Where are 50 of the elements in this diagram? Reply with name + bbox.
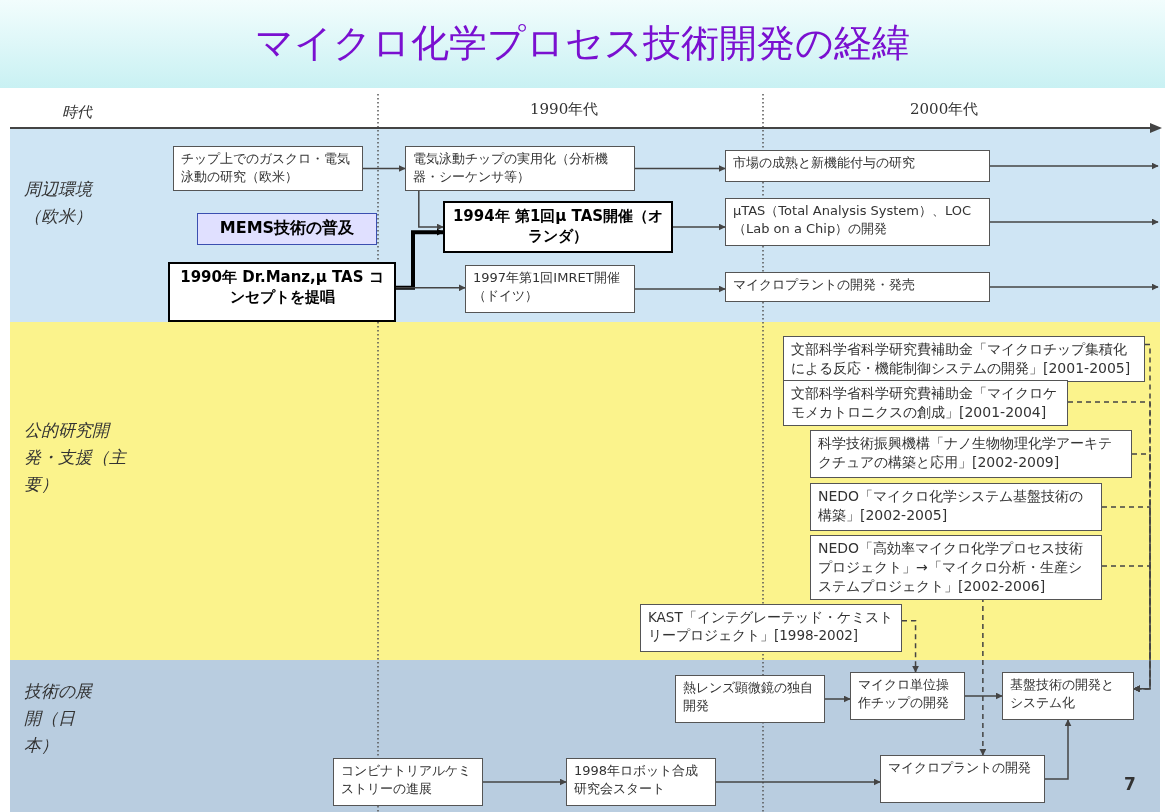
arrow [672,223,726,231]
arrow [964,692,1003,700]
arrow [396,228,444,290]
arrow [482,778,567,786]
event-box: マイクロプラントの開発・発売 [725,272,990,302]
arrow [418,190,444,231]
lane-label: 周辺環境（欧米） [24,178,95,229]
arrow [715,778,881,786]
event-box: 電気泳動チップの実用化（分析機器・シーケンサ等） [405,146,635,191]
arrow [824,695,851,703]
event-box: 基盤技術の開発とシステム化 [1002,672,1134,720]
arrow [989,283,1159,291]
event-box: MEMS技術の普及 [197,213,377,245]
lane-label: 技術の展開（日本） [24,680,94,758]
arrow [634,165,726,172]
event-box: コンビナトリアルケミストリーの進展 [333,758,483,806]
title-text: マイクロ化学プロセス技術開発の経緯 [254,20,911,67]
arrow [634,285,726,293]
event-box: NEDO「高効率マイクロ化学プロセス技術プロジェクト」→「マイクロ分析・生産システムプロジェクト」[2002-2006] [810,535,1102,600]
event-box: 熱レンズ顕微鏡の独自開発 [675,675,825,723]
event-box: 文部科学省科学研究費補助金「マイクロチップ集積化による反応・機能制御システムの開発」[2001-2005] [783,336,1145,382]
lane-label: 公的研究開発・支援（主要） [24,419,128,497]
event-box: マイクロ単位操作チップの開発 [850,672,965,720]
swimlane-band [10,660,1160,812]
event-box: μTAS（Total Analysis System）、LOC（Lab on a Chip）の開発 [725,198,990,246]
arrow [395,284,466,292]
event-box: KAST「インテグレーテッド・ケミストリープロジェクト」[1998-2002] [640,604,902,652]
swimlane-band [10,128,1160,322]
era-label: 2000年代 [910,100,979,119]
event-box: 文部科学省科学研究費補助金「マイクロケモメカトロニクスの創成」[2001-2004] [783,380,1068,426]
dashed-arrow [1101,565,1151,693]
page-number: 7 [1124,774,1136,794]
swimlane-band [10,322,1160,660]
event-box: 1990年 Dr.Manz,μ TAS コンセプトを提唱 [168,262,396,322]
era-label: 1990年代 [530,100,599,119]
event-box: 1998年ロボット合成研究会スタート [566,758,716,806]
event-box: チップ上でのガスクロ・電気泳動の研究（欧米） [173,146,363,191]
arrow [989,162,1159,170]
event-box: 1994年 第1回μ TAS開催（オランダ） [443,201,673,253]
event-box: 市場の成熟と新機能付与の研究 [725,150,990,182]
dashed-arrow [901,620,920,673]
event-box: NEDO「マイクロ化学システム基盤技術の構築」[2002-2005] [810,483,1102,531]
event-box: 科学技術振興機構「ナノ生物物理化学アーキテクチュアの構築と応用」[2002-2009] [810,430,1132,478]
event-box: 1997年第1回IMRET開催（ドイツ） [465,265,635,313]
dashed-arrow [1101,506,1151,693]
arrow [1044,719,1072,780]
arrow [989,218,1159,226]
era-label: 時代 [62,103,92,122]
arrow [362,165,406,172]
event-box: マイクロプラントの開発 [880,755,1045,803]
